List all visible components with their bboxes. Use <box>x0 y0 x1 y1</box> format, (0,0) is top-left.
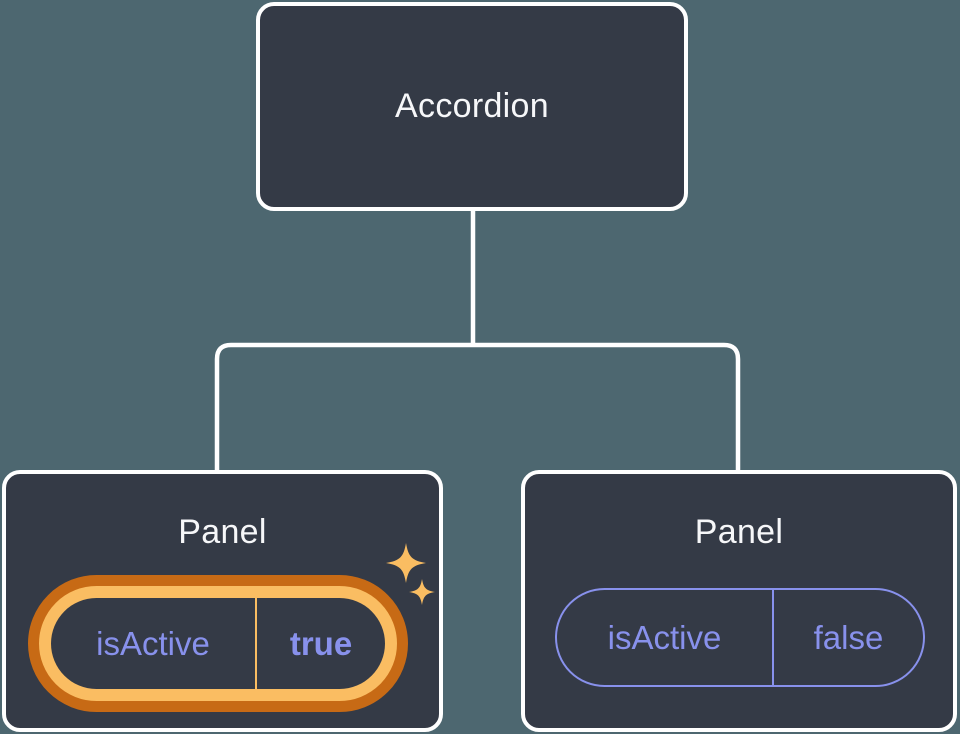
state-key: isActive <box>51 598 257 689</box>
node-accordion: Accordion <box>256 2 688 211</box>
sparkle-icon <box>386 543 435 605</box>
node-panel-inactive: Panel isActive false <box>521 470 957 732</box>
accordion-label: Accordion <box>395 87 549 126</box>
state-value: false <box>813 619 884 656</box>
state-key: isActive <box>557 590 774 685</box>
panel-label: Panel <box>694 513 784 551</box>
state-value: true <box>289 625 353 662</box>
connector-branches <box>214 342 741 472</box>
panel-label: Panel <box>178 513 267 551</box>
sparkle-large-icon <box>386 543 426 583</box>
state-pill-active: isActive true <box>28 575 408 712</box>
node-panel-active: Panel isActive true <box>2 470 443 732</box>
state-pill-inactive: isActive false <box>555 588 925 687</box>
state-pill-active-inner: isActive true <box>51 598 385 689</box>
sparkle-small-icon <box>409 579 435 605</box>
